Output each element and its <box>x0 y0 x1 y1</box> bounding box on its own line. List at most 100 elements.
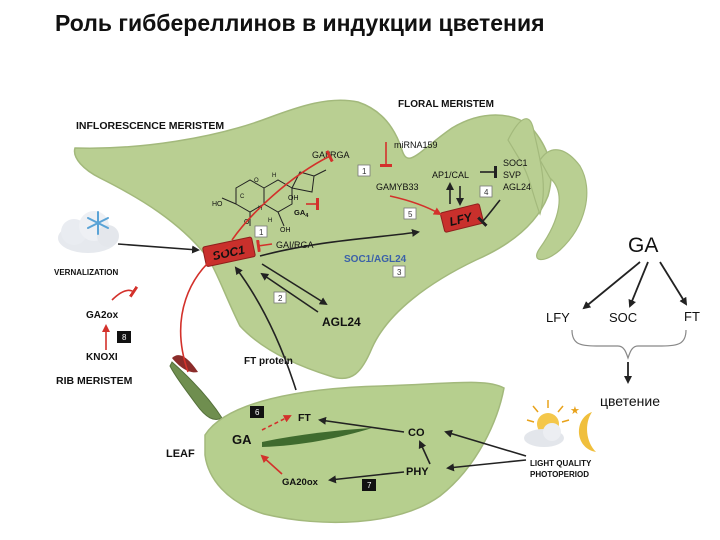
soc1-box-label: SOC1 <box>211 243 246 264</box>
step-box-5: 5 <box>403 207 417 220</box>
stem <box>169 361 223 420</box>
light-quality-label: LIGHT QUALITY <box>530 459 592 468</box>
svg-text:1: 1 <box>362 167 367 176</box>
arrow-soc1-agl24-lower <box>261 263 328 306</box>
floral-lobe-1 <box>507 118 544 216</box>
arrow-light-to-phy <box>446 459 527 472</box>
lfy-box-label: LFY <box>448 210 474 229</box>
leaf-shape <box>204 381 505 524</box>
ga4-label: GA4 <box>294 208 309 219</box>
vernalization-label: VERNALIZATION <box>54 268 119 277</box>
ga-leaf-label: GA <box>232 432 252 447</box>
summary-arrow-lfy <box>582 261 641 310</box>
arrow-phy-to-ga20ox <box>328 471 405 484</box>
photoperiod-label: PHOTOPERIOD <box>530 470 589 479</box>
step-box-1b: 1 <box>254 225 268 238</box>
arrow-phy-to-co <box>418 440 431 465</box>
arrow-agl24-to-soc1 <box>260 272 319 313</box>
sun-moon-icon: ★ <box>524 400 596 452</box>
svg-text:OH: OH <box>280 227 291 234</box>
leaf-vein <box>262 428 372 447</box>
svg-text:1: 1 <box>259 228 264 237</box>
rib-meristem-label: RIB MERISTEM <box>56 375 133 387</box>
svg-text:3: 3 <box>397 268 402 277</box>
svg-text:H: H <box>258 206 262 212</box>
step-box-1a: 1 <box>357 164 371 177</box>
arrow-vernalization-to-soc1 <box>117 243 200 254</box>
svg-text:H: H <box>272 173 276 179</box>
vernalization-cloud-icon <box>58 211 119 253</box>
summary-arrow-soc <box>628 261 649 308</box>
step-box-4: 4 <box>479 185 493 198</box>
flowering-label: цветение <box>600 393 660 409</box>
arrow-gamyb-to-lfy <box>389 195 442 215</box>
ft-protein-label: FT protein <box>244 356 293 367</box>
ga4-molecule-atoms: HO H C O H OH H O OH <box>212 173 299 234</box>
svg-text:O: O <box>254 178 259 184</box>
soc1-label-right: SOC1 <box>503 158 528 168</box>
step-box-2: 2 <box>273 291 287 304</box>
arrow-ga-to-ft-dashed <box>261 415 292 431</box>
svg-text:2: 2 <box>278 294 283 303</box>
ga20ox-label: GA20ox <box>282 477 319 488</box>
summary-lfy-label: LFY <box>546 310 570 325</box>
svg-text:6: 6 <box>255 408 260 417</box>
leaf-label: LEAF <box>166 448 195 460</box>
dark-pathway-arrows <box>117 166 527 484</box>
step-box-3: 3 <box>392 265 406 278</box>
svg-text:OH: OH <box>288 195 299 202</box>
svg-text:7: 7 <box>367 481 372 490</box>
svg-text:★: ★ <box>570 404 580 417</box>
svp-label: SVP <box>503 170 521 180</box>
summary-soc-label: SOC <box>609 310 637 325</box>
arrow-co-to-ft <box>318 416 405 433</box>
arrow-ga20ox-to-ga <box>260 454 283 475</box>
summary-brace <box>571 329 687 360</box>
svg-text:O: O <box>244 219 250 226</box>
ft-leaf-label: FT <box>298 412 311 424</box>
arrow-ft-protein-to-soc1 <box>234 266 297 391</box>
summary-arrow-ft <box>659 261 688 306</box>
svg-text:8: 8 <box>122 333 127 342</box>
slide-title: Роль гиббереллинов в индукции цветения <box>55 10 545 36</box>
svg-text:C: C <box>240 194 245 200</box>
svg-text:HO: HO <box>212 201 223 208</box>
soc1-gene-box: SOC1 <box>202 236 256 267</box>
knoxi-label: KNOXI <box>86 352 118 363</box>
lfy-gene-box: LFY <box>440 203 484 233</box>
svg-text:H: H <box>268 218 272 224</box>
mirna159-label: miRNA159 <box>394 140 438 150</box>
svg-text:4: 4 <box>484 188 489 197</box>
summary-arrows <box>582 261 688 310</box>
inhibit-gai-rga-mid <box>256 239 273 253</box>
ap1-cal-label: AP1/CAL <box>432 170 469 180</box>
step-box-6: 6 <box>250 406 264 418</box>
floral-meristem-label: FLORAL MERISTEM <box>398 99 494 110</box>
arrow-stem-to-gai-rga <box>231 150 334 241</box>
inflorescence-meristem-label: INFLORESCENCE MERISTEM <box>76 120 224 132</box>
floral-lobe-2 <box>536 149 588 261</box>
shoot-meristem-tissue <box>73 99 552 380</box>
inhibit-ga2ox <box>111 285 139 301</box>
gamyb33-label: GAMYB33 <box>376 182 419 192</box>
ga2ox-label: GA2ox <box>86 310 119 321</box>
co-label: CO <box>408 427 425 439</box>
gai-rga-top-label: GAI/RGA <box>312 150 350 160</box>
agl24-label: AGL24 <box>322 315 361 329</box>
arrow-light-to-co <box>444 429 527 457</box>
arrow-ga-to-soc1 <box>180 245 231 373</box>
phy-label: PHY <box>406 466 429 478</box>
inhibit-soc1svp-lfy <box>477 199 501 227</box>
red-pathway-arrows <box>102 142 442 475</box>
agl24-label-right: AGL24 <box>503 182 531 192</box>
step-box-7: 7 <box>362 479 376 491</box>
svg-text:5: 5 <box>408 210 413 219</box>
gai-rga-mid-label: GAI/RGA <box>276 240 314 250</box>
arrow-soc1-to-lfy <box>259 228 420 257</box>
step-box-8: 8 <box>117 331 131 343</box>
snowflake-icon <box>87 211 109 235</box>
summary-ft-label: FT <box>684 309 700 324</box>
summary-ga-label: GA <box>628 234 658 257</box>
soc1-agl24-label: SOC1/AGL24 <box>344 254 407 265</box>
